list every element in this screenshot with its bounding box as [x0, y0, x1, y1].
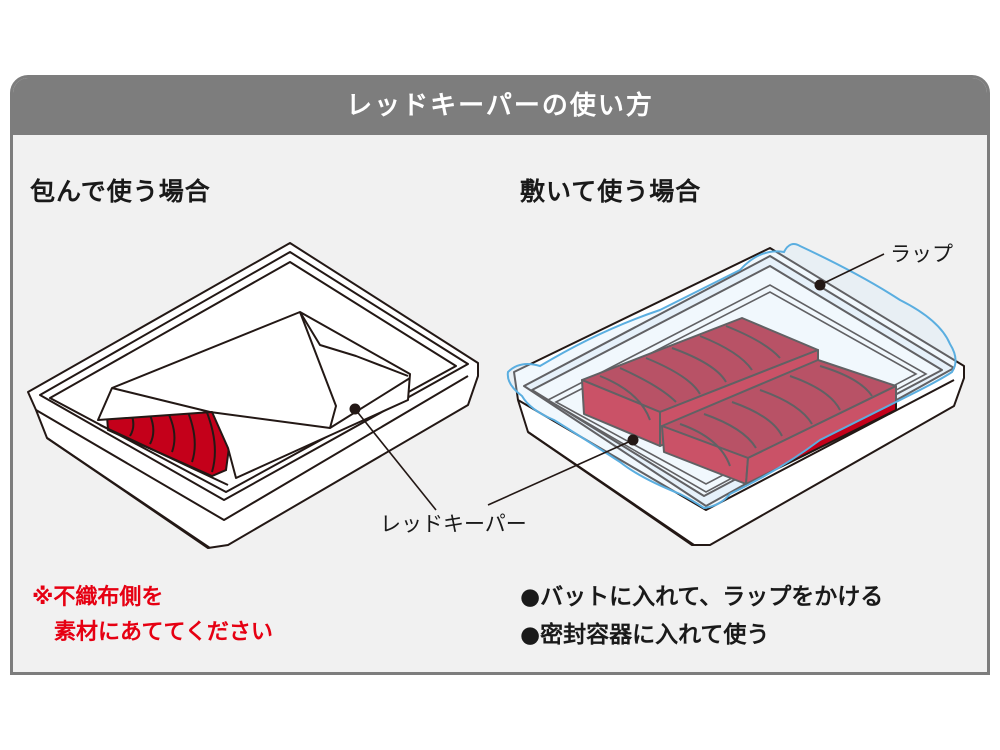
keeper-leader-left: [354, 408, 437, 511]
keeper-leader-right: [487, 439, 634, 506]
note-line: ※不織布側を: [32, 585, 164, 610]
keeper-label: レッドキーパー: [380, 512, 527, 536]
panel-header: レッドキーパーの使い方: [13, 78, 987, 135]
left-keeper-wrap: [97, 311, 411, 486]
note-line: 素材にあててください: [32, 620, 273, 645]
wrap-label: ラップ: [890, 242, 953, 266]
bullet-item: ●バットに入れて、ラップをかける: [520, 584, 884, 610]
wrap-film: [506, 243, 957, 510]
right-meat: [581, 317, 897, 485]
left-note: ※不織布側を 素材にあててください: [32, 580, 273, 650]
wrap-leader: [819, 253, 885, 286]
right-section-title: 敷いて使う場合: [520, 177, 702, 206]
right-bullets: ●バットに入れて、ラップをかける ●密封容器に入れて使う: [520, 578, 883, 654]
bullet-item: ●密封容器に入れて使う: [520, 622, 770, 648]
left-section-title: 包んで使う場合: [30, 177, 211, 206]
